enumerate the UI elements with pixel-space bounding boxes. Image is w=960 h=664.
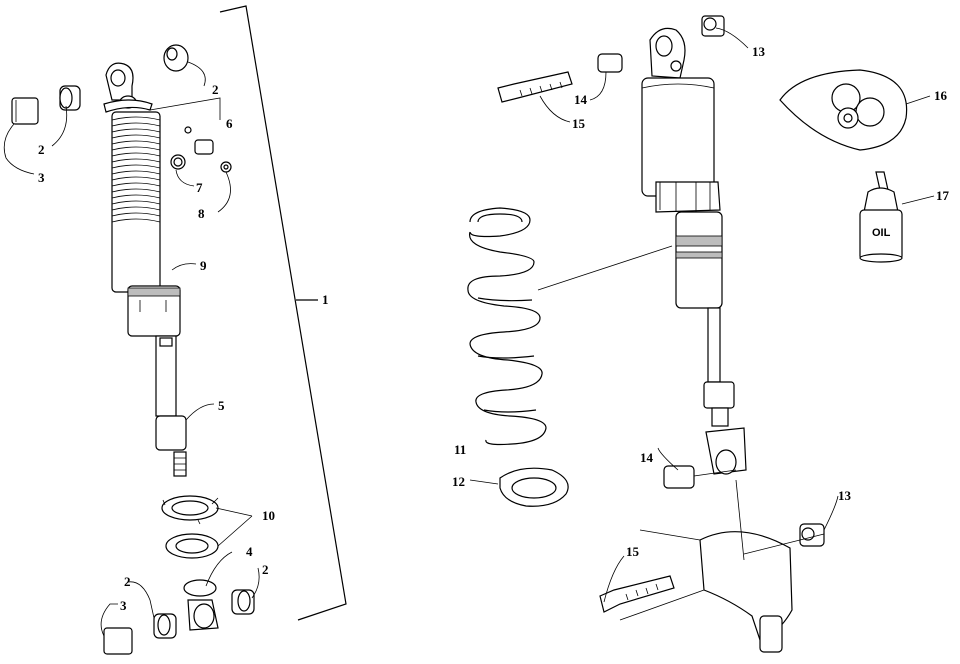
callout-2-top-right: 2	[212, 82, 219, 97]
right-leader-lines	[539, 27, 839, 603]
callout-4: 4	[246, 544, 253, 559]
callout-17: 17	[936, 188, 950, 203]
valve-fittings	[170, 126, 232, 173]
callout-5: 5	[218, 398, 225, 413]
decal-sheet	[779, 69, 931, 151]
bottom-bushings	[103, 579, 255, 655]
callout-16: 16	[934, 88, 948, 103]
callout-12: 12	[452, 474, 465, 489]
callout-13-top: 13	[752, 44, 766, 59]
callout-2-bottom-right: 2	[262, 562, 269, 577]
coil-spring	[467, 207, 673, 446]
callout-10: 10	[262, 508, 275, 523]
left-shock-assembly	[103, 62, 187, 477]
top-bushings	[11, 44, 189, 125]
right-shock-assembly	[619, 27, 793, 653]
callout-15-bottom: 15	[626, 544, 640, 559]
callout-11: 11	[454, 442, 466, 457]
left-leader-lines	[3, 61, 260, 637]
callout-2-bottom-left: 2	[124, 574, 131, 589]
callout-9: 9	[200, 258, 207, 273]
callout-7: 7	[196, 180, 203, 195]
part-callouts: 1 2 2 2 2 3 3 4 5 6 7 8 9 10 11 12 13 13…	[38, 44, 950, 613]
right-bottom-hardware	[599, 465, 825, 613]
oil-label: OIL	[872, 227, 891, 239]
callout-3-bottom: 3	[120, 598, 127, 613]
assembly-bracket	[219, 5, 347, 621]
spring-seat	[469, 467, 569, 507]
callout-14-top: 14	[574, 92, 588, 107]
callout-3-top: 3	[38, 170, 45, 185]
right-top-hardware	[497, 15, 725, 103]
callout-14-bottom: 14	[640, 450, 654, 465]
callout-13-bottom: 13	[838, 488, 852, 503]
callout-1: 1	[322, 292, 329, 307]
oil-bottle: OIL	[859, 171, 935, 263]
shock-body-ribs	[111, 116, 161, 223]
callout-15-top: 15	[572, 116, 586, 131]
callout-8: 8	[198, 206, 205, 221]
spring-collars	[161, 495, 219, 559]
callout-6: 6	[226, 116, 233, 131]
callout-2-top-left: 2	[38, 142, 45, 157]
